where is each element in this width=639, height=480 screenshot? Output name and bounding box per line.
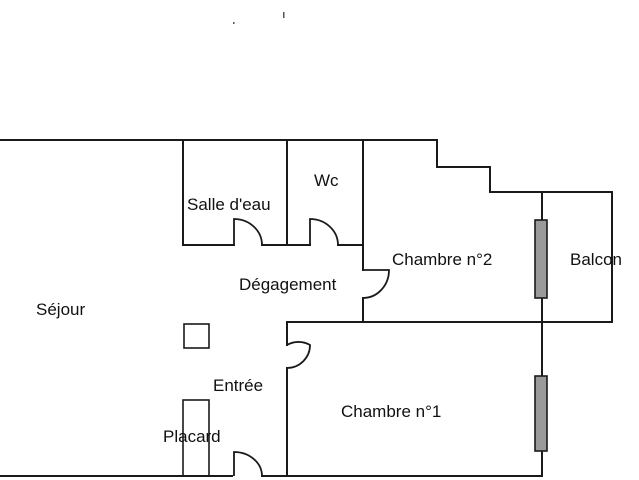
room-label-placard: Placard: [163, 427, 221, 446]
room-label-salle-deau: Salle d'eau: [187, 195, 271, 214]
bedroom1-window: [534, 375, 548, 452]
entrance-door-arc: [233, 451, 263, 477]
room-label-entree: Entrée: [213, 376, 263, 395]
bedroom2-window: [534, 219, 548, 299]
room-label-wc: Wc: [314, 171, 339, 190]
scan-speck: [233, 22, 235, 24]
room-label-degagement: Dégagement: [239, 275, 337, 294]
room-label-chambre-1: Chambre n°1: [341, 402, 441, 421]
room-label-chambre-2: Chambre n°2: [392, 250, 492, 269]
wc-door-arc: [309, 218, 339, 246]
outer-wall-bottom-right: [261, 321, 543, 477]
outer-wall: [0, 139, 613, 323]
room-label-sejour: Séjour: [36, 300, 85, 319]
room-label-balcon: Balcon: [570, 250, 622, 269]
scan-speck: [283, 12, 285, 18]
placard-cupboard: [182, 399, 210, 477]
entrance-pillar: [183, 323, 210, 349]
bathroom-door-arc: [233, 218, 263, 246]
bedroom2-door-arc: [362, 269, 390, 299]
bathroom-wall: [182, 141, 235, 246]
bedroom1-door-arc: [286, 341, 311, 369]
bedroom1-top-wall: [286, 321, 543, 346]
